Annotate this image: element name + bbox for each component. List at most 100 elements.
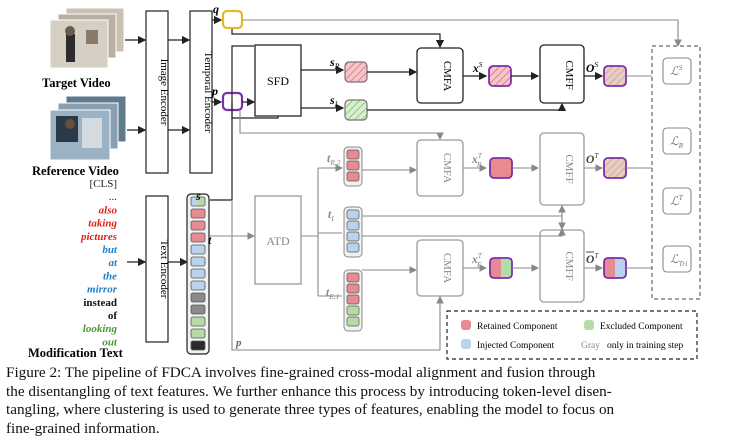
text-token: [CLS] — [90, 178, 118, 190]
xrt-feature-box — [489, 157, 513, 179]
p-to-cmfa-arrow — [231, 29, 445, 49]
te-cluster-cell — [346, 294, 360, 305]
p-bottom-symbol: p — [235, 337, 242, 349]
xs-feature-box — [488, 65, 512, 87]
token-cell — [190, 220, 206, 231]
os-symbol: OS — [586, 60, 598, 75]
token-cell — [190, 208, 206, 219]
te-cluster-cell — [346, 305, 360, 316]
sfd-label: SFD — [267, 74, 289, 88]
loss-symbol: ℒT — [670, 193, 684, 208]
tr-cluster-cell — [346, 171, 360, 182]
text-encoder-label: Text Encoder — [158, 240, 170, 299]
legend-excluded-label: Excluded Component — [600, 322, 683, 332]
si-symbol: sI — [329, 93, 338, 109]
otbar-feature-box — [603, 257, 627, 279]
si-to-cmff-arrow — [367, 102, 567, 112]
te1-symbol: tE,1 — [326, 287, 339, 301]
caption-line: the disentangling of text features. We f… — [6, 382, 612, 400]
loss-box — [662, 57, 692, 85]
te-cluster-cell — [346, 316, 360, 327]
text-token: at — [108, 257, 118, 269]
sfd-box — [254, 44, 302, 117]
text-token: but — [102, 244, 118, 256]
loss-symbol: ℒR — [670, 134, 684, 150]
legend-gray-word: Gray — [581, 341, 600, 351]
text-token: mirror — [87, 284, 118, 296]
cmfa-mid-label: CMFA — [441, 153, 453, 183]
legend-injected-swatch — [461, 339, 471, 349]
reference-video-frames — [49, 95, 127, 161]
tr2-symbol: tR,2 — [327, 153, 341, 167]
xet-feature-box — [489, 257, 513, 279]
token-cell — [190, 292, 206, 303]
cmff-bottom-label: CMFF — [563, 251, 575, 280]
sr-symbol: sR — [329, 55, 340, 71]
image-encoder-box — [145, 10, 169, 174]
cls-token-outline — [190, 196, 206, 207]
p-to-cmfa-bottom-line — [231, 200, 444, 351]
te-cluster-cell — [346, 283, 360, 294]
atd-branches — [301, 167, 342, 297]
tr-cluster-cell — [346, 149, 360, 160]
token-cell — [190, 280, 206, 291]
cmff-top-box — [539, 44, 585, 104]
ti-to-cmff-bottom-line — [362, 227, 566, 237]
token-cell — [190, 244, 206, 255]
pipeline-diagram: Target Video Reference Video [CLS]...als… — [28, 2, 701, 360]
temporal-encoder-label: Temporal Encoder — [202, 51, 214, 133]
caption-line: fine-grained information. — [6, 419, 160, 437]
si-feature-box — [344, 99, 368, 121]
ti-cluster-cell — [346, 242, 360, 253]
s-to-sfd-line — [210, 45, 254, 201]
cmff-mid-label: CMFF — [563, 154, 575, 183]
caption-line: Figure 2: The pipeline of FDCA involves … — [6, 364, 596, 381]
cmfa-bottom-box — [416, 239, 464, 297]
token-cell — [190, 328, 206, 339]
ti-cluster-cell — [346, 231, 360, 242]
text-token: ... — [109, 191, 118, 203]
legend-injected-label: Injected Component — [477, 341, 555, 351]
text-token: of — [108, 310, 118, 322]
tr-cluster-cell — [346, 160, 360, 171]
token-cell — [190, 304, 206, 315]
cmfa-top-label: CMFA — [441, 61, 453, 91]
figure-caption: Figure 2: The pipeline of FDCA involves … — [6, 364, 734, 438]
q-to-loss-line — [242, 19, 682, 48]
atd-box — [254, 195, 302, 285]
ti-to-cmff-line — [362, 204, 566, 217]
text-token: also — [99, 204, 118, 216]
target-video-label: Target Video — [42, 76, 111, 90]
reference-video-label: Reference Video — [32, 164, 119, 178]
otbar-symbol: OT — [586, 251, 599, 266]
legend-box — [446, 310, 698, 360]
sr-feature-box — [344, 61, 368, 83]
q-feature-box — [221, 9, 244, 30]
cmfa-bottom-label: CMFA — [441, 253, 453, 283]
target-video-frames — [49, 7, 125, 69]
cmff-bottom-box — [539, 229, 585, 303]
modification-text-tokens: [CLS]...alsotakingpicturesbutatthemirror… — [80, 178, 118, 348]
s-symbol: s — [195, 189, 201, 203]
ot-feature-box — [603, 157, 627, 179]
text-feature-column — [186, 193, 210, 355]
image-encoder-label: Image Encoder — [158, 59, 170, 126]
legend-retained-swatch — [461, 320, 471, 330]
cmfa-mid-box — [416, 139, 464, 197]
cls-token-cell — [198, 197, 205, 206]
loss-box — [662, 187, 692, 215]
ti-symbol: tI — [328, 209, 334, 223]
text-token: out — [102, 336, 118, 348]
t-symbol: t — [208, 233, 212, 247]
modification-text-label: Modification Text — [28, 346, 124, 360]
loss-box — [662, 127, 692, 155]
loss-symbol: ℒS — [670, 63, 683, 78]
cls-token-cell — [191, 197, 198, 206]
token-cell — [190, 232, 206, 243]
p-to-cmfa-top-line — [231, 102, 279, 119]
token-cell — [190, 268, 206, 279]
legend-retained-label: Retained Component — [477, 322, 558, 332]
text-encoder-box — [145, 195, 169, 343]
ti-cluster-cell — [346, 209, 360, 220]
